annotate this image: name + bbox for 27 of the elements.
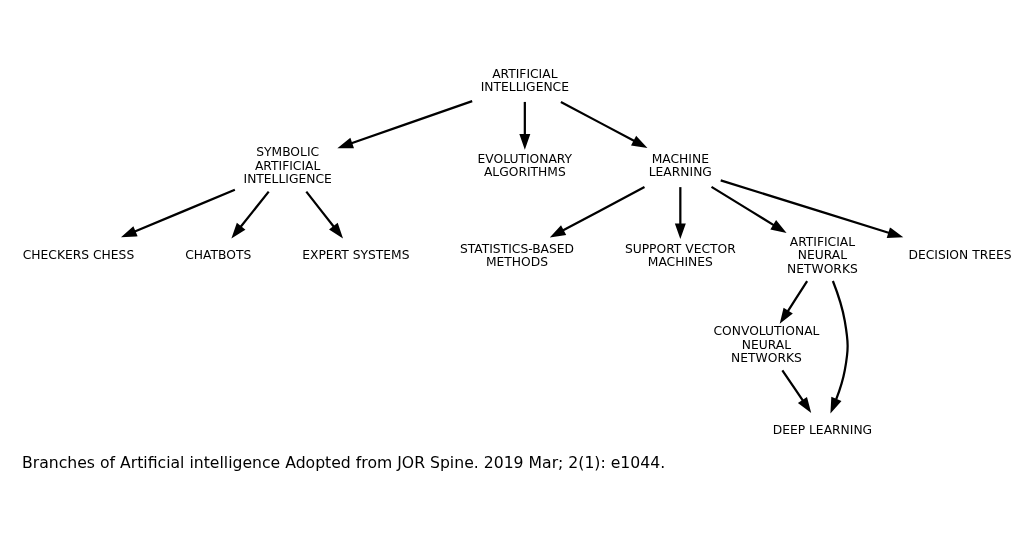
caption: Branches of Artificial intelligence Adopted from JOR Spine. 2019 Mar; 2(1): e1044. [21,452,665,472]
node-text: SUPPORT VECTOR MACHINES [624,241,736,269]
node-text: DEEP LEARNING [772,422,872,437]
node-text: DECISION TREES [907,247,1012,262]
arrow [710,185,787,233]
arrow [779,280,808,324]
node-text: ARTIFICIAL INTELLIGENCE [480,66,569,94]
node-text: STATISTICS-BASED METHODS [459,241,574,269]
arrow [549,185,645,237]
arrow [780,369,811,413]
node-text: EXPERT SYSTEMS [301,247,410,262]
node-text: CHATBOTS [184,247,251,262]
node-text: CHECKERS CHESS [22,247,134,262]
arrow [304,190,343,239]
arrow [120,188,235,237]
arrow [719,178,903,238]
arrow [518,101,530,150]
node-text: SYMBOLIC ARTIFICIAL INTELLIGENCE [243,144,332,186]
arrow [336,99,473,148]
arrow [559,100,647,148]
node-text: MACHINE LEARNING [648,151,712,179]
node-text: CONVOLUTIONAL NEURAL NETWORKS [713,323,819,365]
node-text: EVOLUTIONARY ALGORITHMS [477,151,572,179]
arrow [230,190,270,239]
arrow [829,280,849,413]
arrow [674,186,686,239]
node-text: ARTIFICIAL NEURAL NETWORKS [786,234,858,276]
